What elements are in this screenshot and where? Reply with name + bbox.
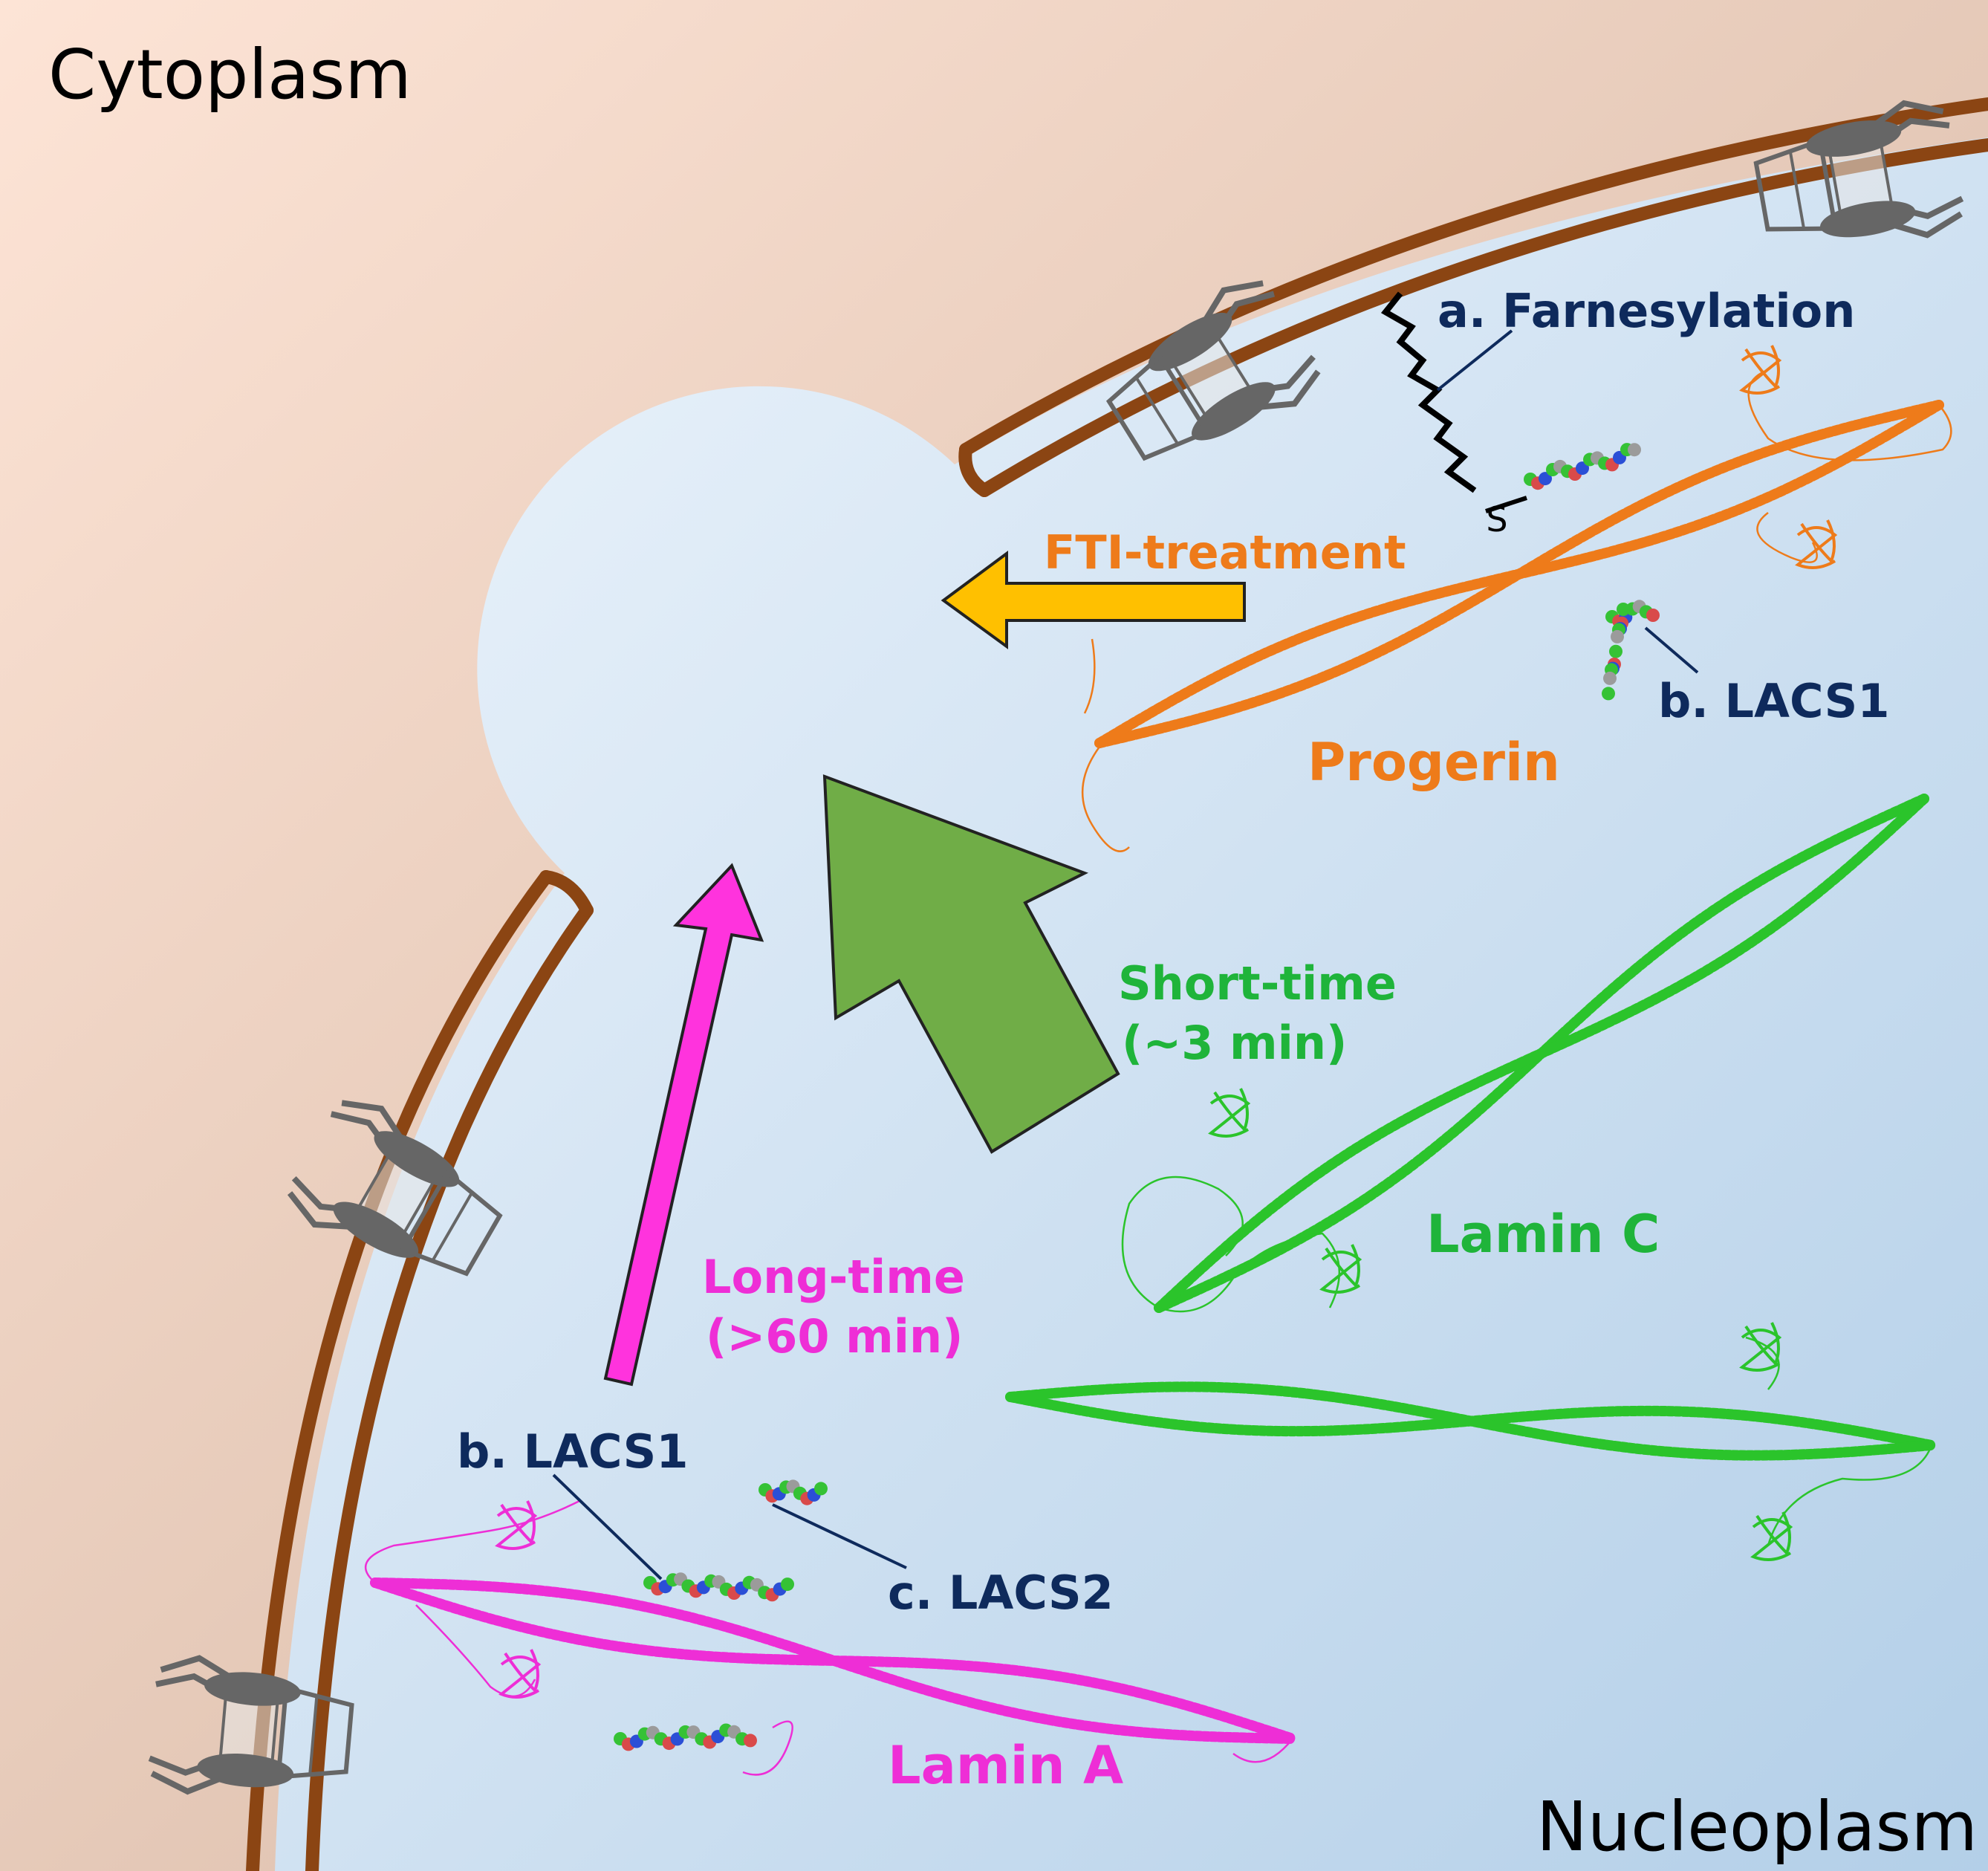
progerin-label: Progerin	[1308, 732, 1560, 793]
progerin-lacs1-peptide	[1602, 603, 1630, 701]
lamin-a-lacs1-peptide	[643, 1572, 794, 1602]
lamin-a-loop	[415, 1604, 536, 1698]
lamin-c-label: Lamin C	[1426, 1204, 1660, 1265]
lamin-c-ig-domain	[1319, 1244, 1362, 1294]
short-time-label-line1: Short-time	[1118, 956, 1397, 1011]
lamin-c-ig-domain	[1739, 1322, 1782, 1372]
progerin-tail	[1081, 746, 1130, 852]
progerin-loop	[1747, 370, 1952, 461]
long-time-label-line2: (>60 min)	[706, 1309, 963, 1363]
lamin-a-peptide	[614, 1723, 757, 1751]
label-leader-lines	[552, 329, 1699, 1580]
nuclear-pore-icon	[148, 1655, 354, 1795]
progerin-loop	[1756, 512, 1818, 563]
lamin-c-loop	[1121, 1176, 1244, 1309]
lamin-c-filament	[1005, 1381, 1937, 1461]
sulfur-label: S	[1486, 499, 1507, 539]
lamin-c-ig-domain	[1750, 1511, 1793, 1561]
progerin-tail	[1083, 638, 1096, 714]
farnesyl-sulfur-bond	[1485, 496, 1527, 513]
lamin-a-lacs1-label: b. LACS1	[457, 1424, 688, 1479]
nuclear-pore-icon	[1753, 100, 1964, 239]
long-time-arrow	[603, 863, 764, 1387]
progerin-farnesylated-peptide	[1524, 443, 1641, 490]
progerin-filament	[1094, 400, 1944, 748]
fti-treatment-label: FTI-treatment	[1044, 525, 1406, 580]
fti-treatment-arrow	[941, 551, 1246, 649]
lamin-a-lacs2-label: c. LACS2	[888, 1566, 1114, 1620]
lamin-a-lacs2-peptide	[759, 1479, 828, 1505]
lamin-a-ig-domain	[495, 1500, 538, 1550]
lamin-a-ig-domain	[498, 1649, 542, 1699]
lamin-a-label: Lamin A	[888, 1735, 1123, 1796]
long-time-label-line1: Long-time	[702, 1250, 965, 1304]
lamin-a-filament	[370, 1577, 1298, 1744]
short-time-label-line2: (~3 min)	[1122, 1016, 1347, 1070]
nuclear-pore-icon	[1105, 280, 1321, 461]
lamin-c-ig-domain	[1208, 1088, 1251, 1138]
lamin-a-loop	[364, 1499, 580, 1583]
lamin-filaments	[364, 345, 1952, 1776]
nuclear-pore-icon	[287, 1100, 503, 1277]
lamin-a-loop	[1232, 1738, 1293, 1763]
progerin-ig-domain	[1795, 519, 1838, 569]
progerin-ig-domain	[1739, 345, 1782, 395]
lamin-c-filament	[1154, 794, 1929, 1313]
lamin-a-loop	[742, 1720, 793, 1776]
nuclear-pores	[148, 100, 1964, 1795]
farnesylation-label: a. Farnesylation	[1438, 284, 1855, 338]
short-time-arrow	[822, 774, 1120, 1154]
nucleoplasm-label: Nucleoplasm	[1536, 1787, 1978, 1867]
cytoplasm-label: Cytoplasm	[48, 35, 412, 114]
progerin-lacs1-label: b. LACS1	[1658, 674, 1889, 728]
lamin-c-loop	[1767, 1444, 1933, 1546]
